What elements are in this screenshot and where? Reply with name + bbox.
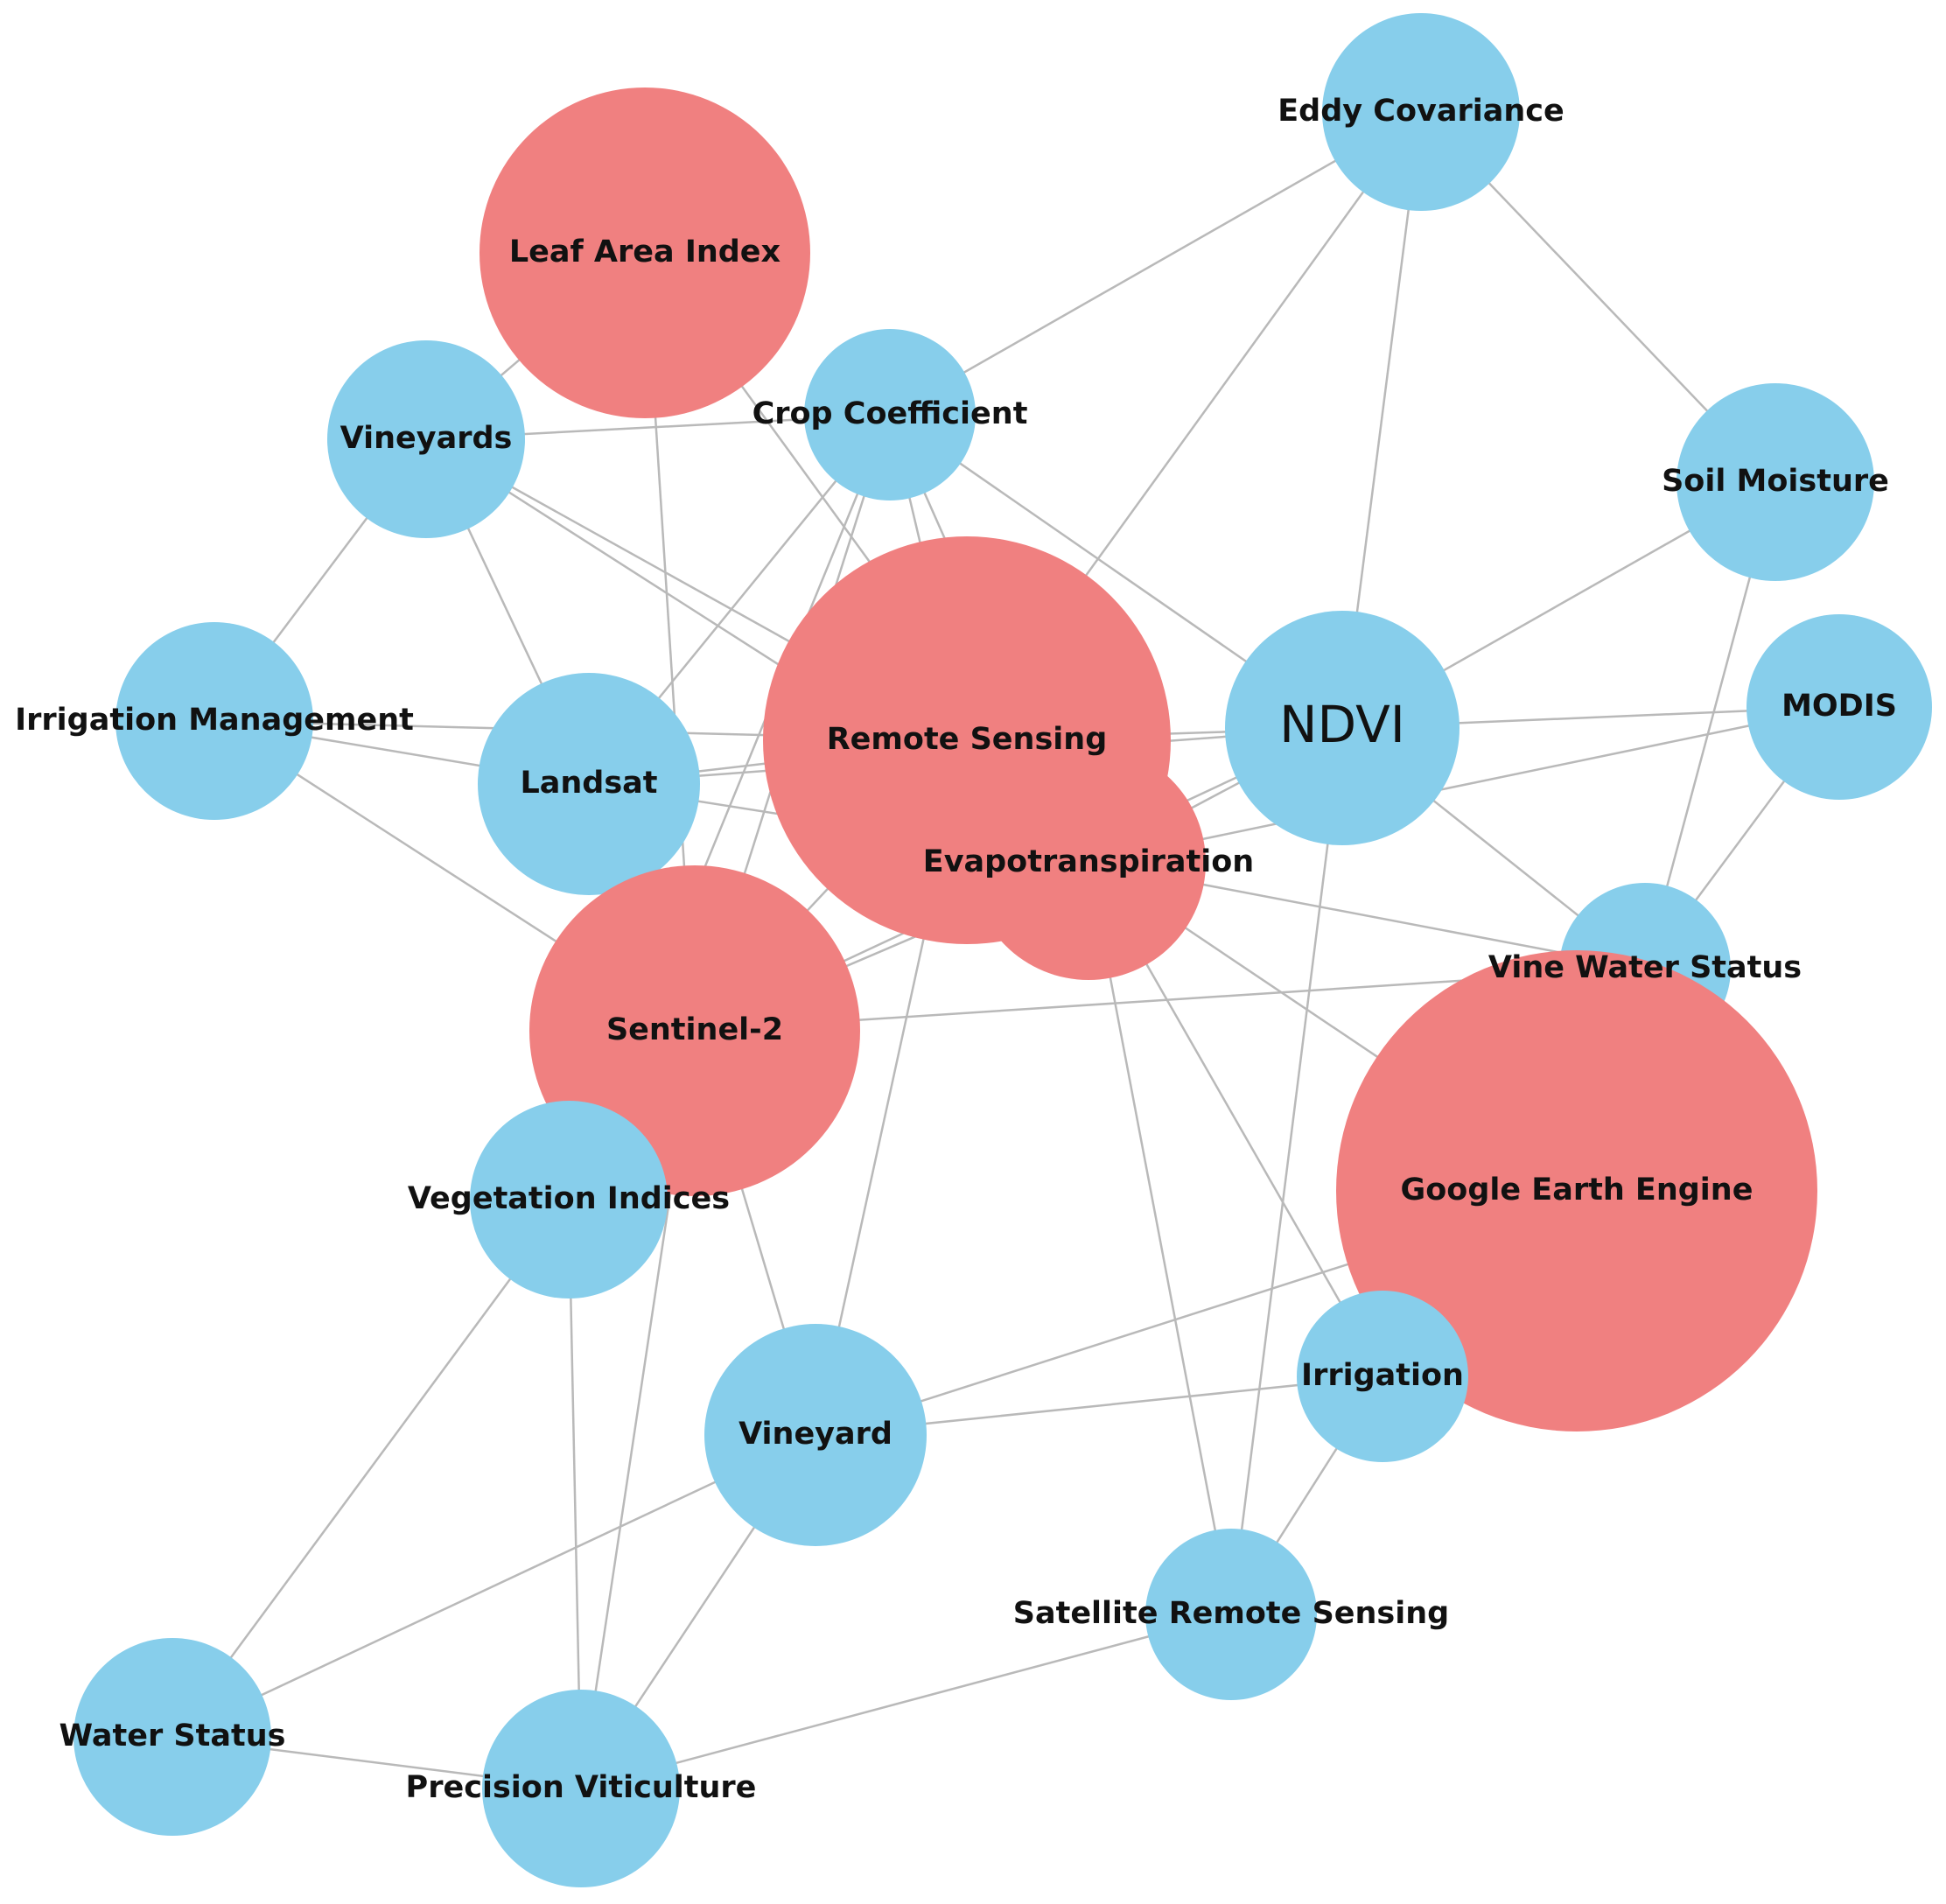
node-irrmgmt (116, 622, 313, 820)
node-label-vineyard: Vineyard (738, 1417, 892, 1452)
node-landsat (478, 673, 700, 895)
node-soil (1676, 383, 1874, 581)
nodes-layer (74, 13, 1932, 1887)
node-vineyard (704, 1324, 927, 1546)
node-vineyards (327, 340, 525, 538)
edge-eddy-cropcoef (889, 110, 1422, 416)
node-label-lai: Leaf Area Index (509, 234, 781, 270)
node-label-pv: Precision Viticulture (406, 1770, 757, 1805)
node-cropcoef (804, 329, 976, 500)
node-label-vineyards: Vineyards (340, 421, 513, 456)
node-label-ndvi: NDVI (1279, 695, 1405, 754)
edge-modis-et (1088, 705, 1840, 864)
node-label-rs: Remote Sensing (827, 722, 1108, 757)
edge-ndvi-srs (1229, 727, 1344, 1615)
node-et (971, 746, 1206, 980)
edge-vineyard-waterstatus (172, 1433, 816, 1739)
node-gee (1336, 950, 1817, 1432)
node-label-et: Evapotranspiration (923, 844, 1254, 879)
node-ndvi (1225, 611, 1460, 845)
node-eddy (1322, 13, 1520, 211)
node-irrigation (1297, 1291, 1468, 1462)
node-label-irrmgmt: Irrigation Management (15, 703, 414, 738)
node-label-srs: Satellite Remote Sensing (1013, 1596, 1449, 1631)
node-vegind (470, 1101, 668, 1298)
node-pv (482, 1690, 680, 1887)
node-lai (480, 88, 810, 418)
node-label-gee: Google Earth Engine (1401, 1172, 1754, 1208)
node-label-modis: MODIS (1782, 689, 1897, 724)
node-label-soil: Soil Moisture (1662, 464, 1889, 499)
node-label-irrigation: Irrigation (1301, 1358, 1464, 1393)
node-label-sentinel: Sentinel-2 (606, 1012, 783, 1047)
edge-srs-pv (580, 1613, 1232, 1790)
node-label-vegind: Vegetation Indices (408, 1181, 730, 1216)
edge-vegind-waterstatus (171, 1199, 570, 1738)
node-label-eddy: Eddy Covariance (1278, 94, 1564, 129)
edge-et-srs (1087, 862, 1233, 1615)
node-label-vws: Vine Water Status (1488, 950, 1802, 985)
node-srs (1145, 1529, 1317, 1700)
node-label-landsat: Landsat (520, 766, 657, 801)
node-label-waterstatus: Water Status (60, 1718, 286, 1754)
node-waterstatus (74, 1638, 271, 1836)
node-modis (1746, 614, 1932, 800)
node-label-cropcoef: Crop Coefficient (752, 396, 1028, 431)
